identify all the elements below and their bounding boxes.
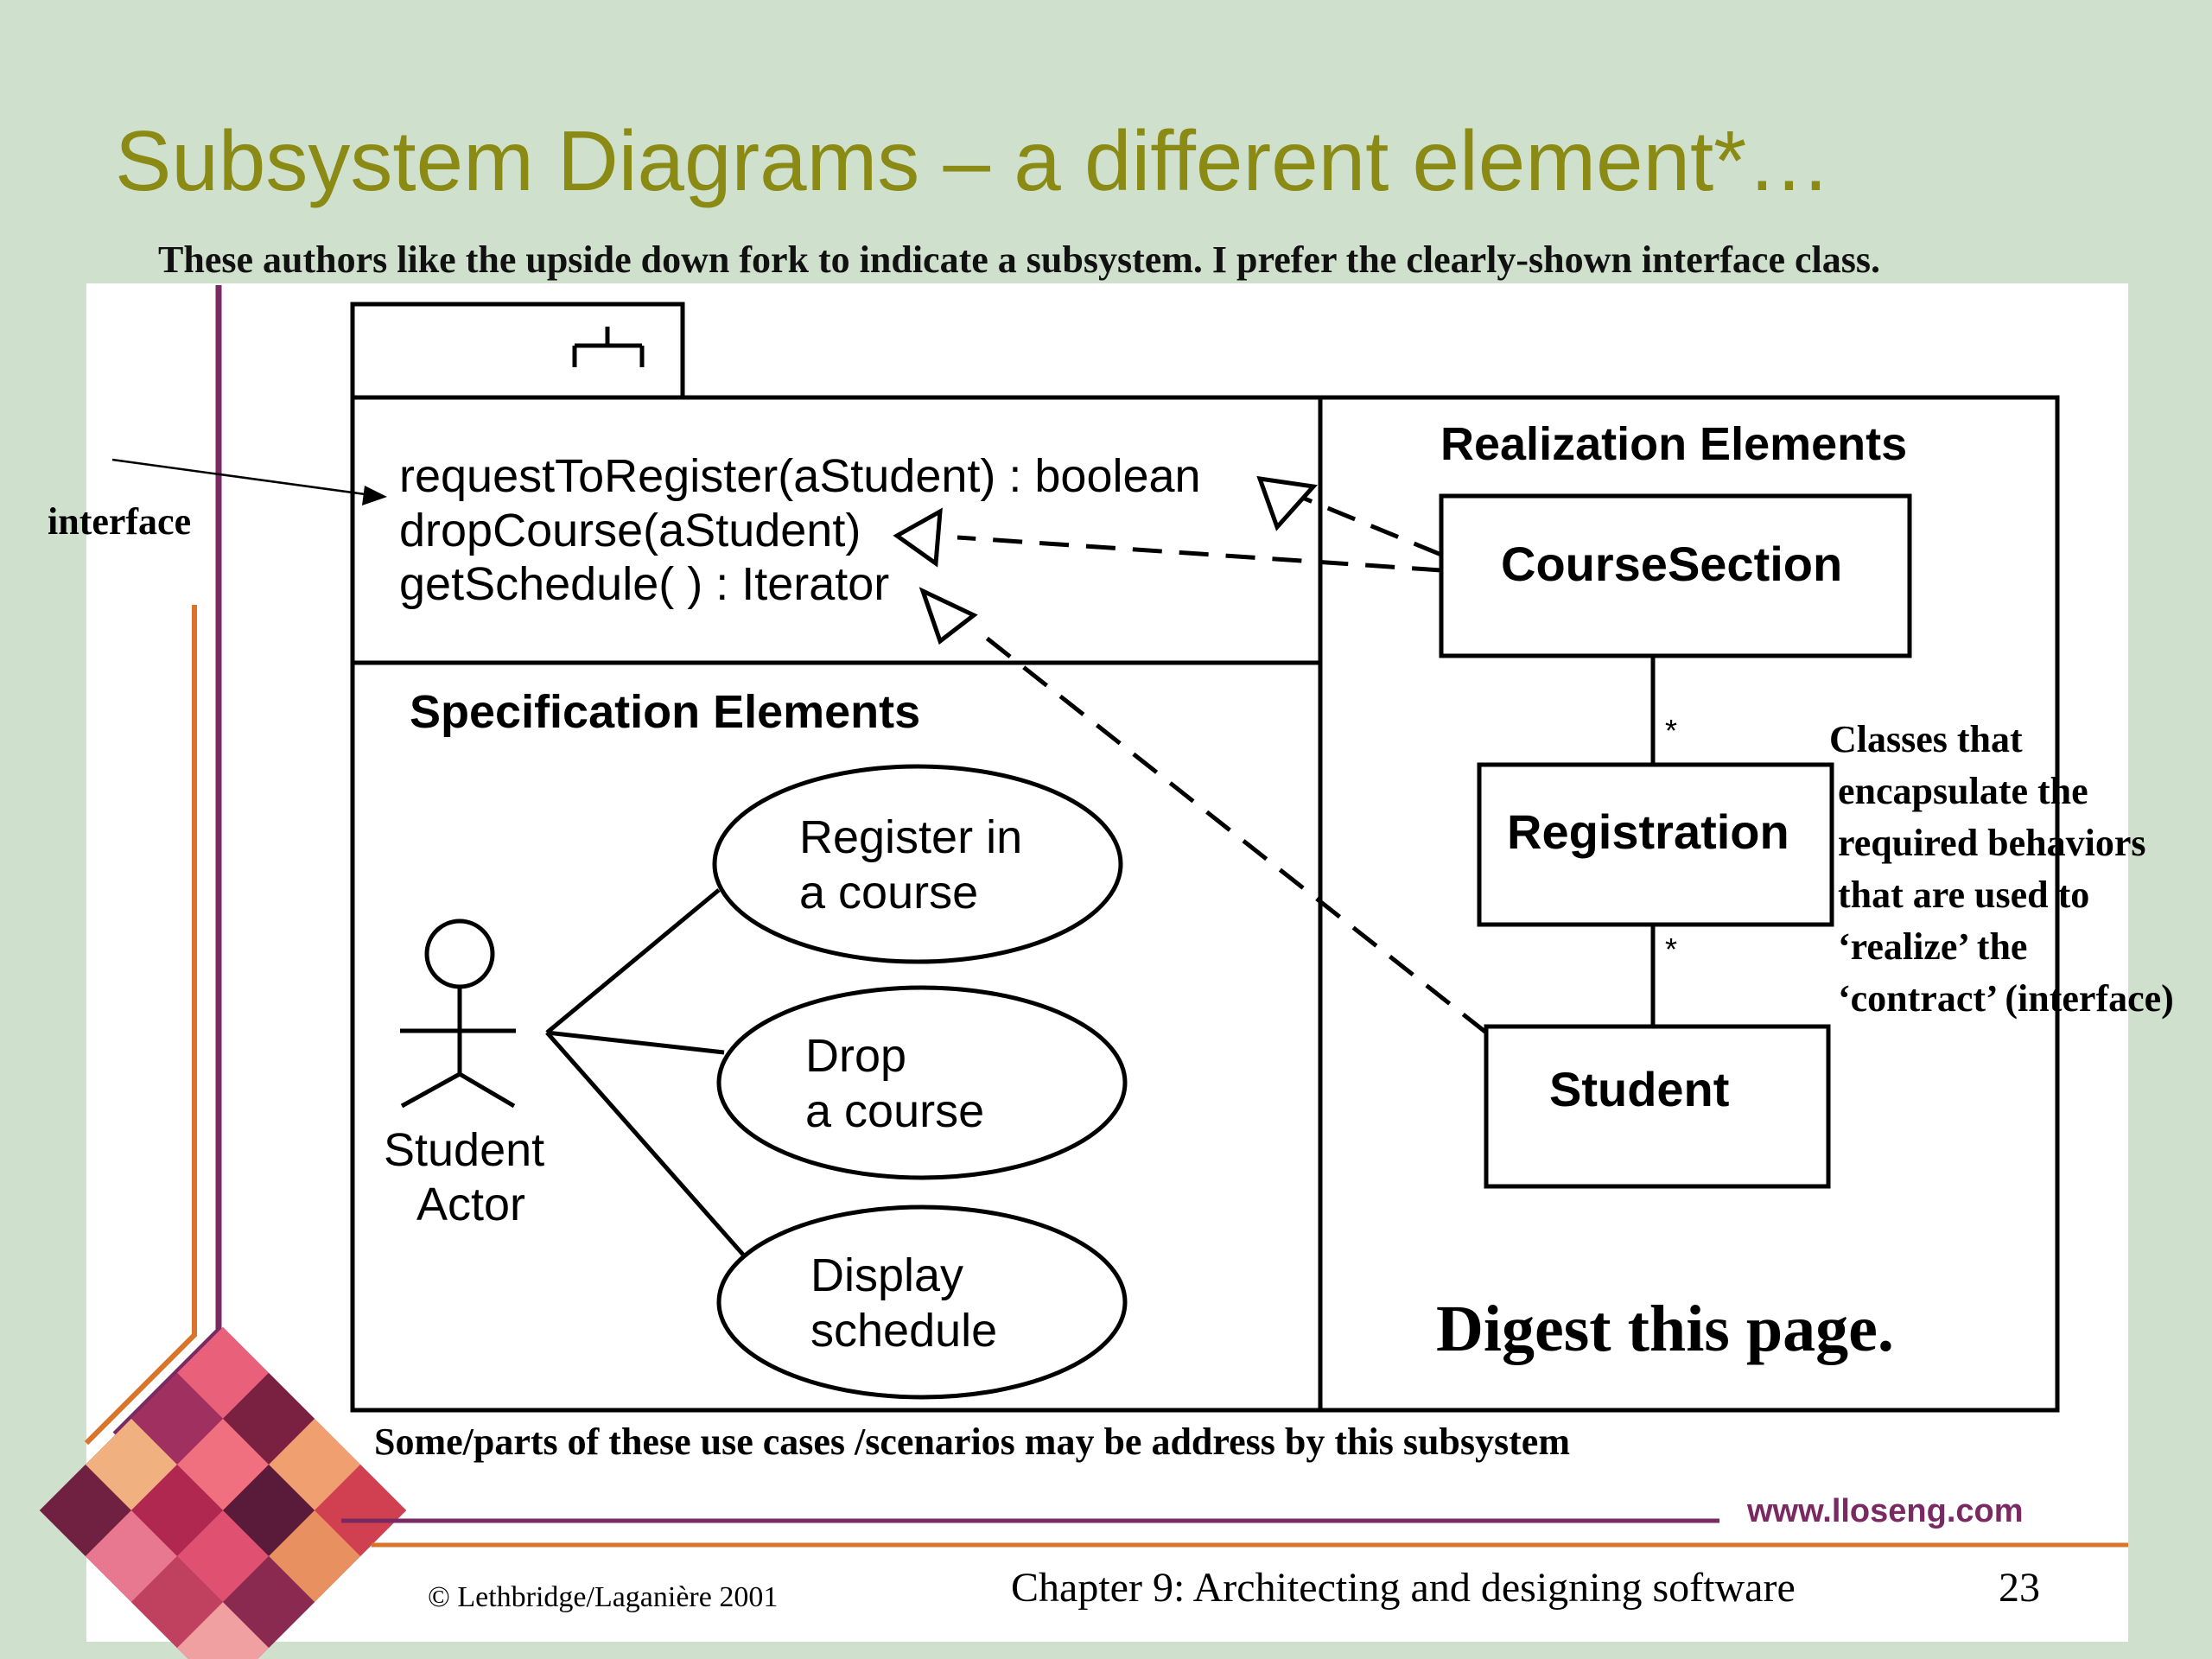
use-case-register-line2: a course <box>799 867 979 918</box>
note-line-1: Classes that <box>1829 718 2023 760</box>
note-line-6: ‘contract’ (interface) <box>1838 977 2174 1020</box>
class-coursesection-box <box>1439 493 1912 658</box>
class-registration-box <box>1477 762 1834 927</box>
multiplicity-1: * <box>1665 713 1678 748</box>
bottom-caption: Some/parts of these use cases /scenarios… <box>374 1421 1570 1463</box>
specification-heading: Specification Elements <box>410 686 921 738</box>
footer-copyright: © Lethbridge/Laganière 2001 <box>428 1581 779 1613</box>
class-registration-name: Registration <box>1507 804 1789 859</box>
note-line-2: encapsulate the <box>1838 770 2088 812</box>
use-case-drop-line1: Drop <box>805 1030 907 1082</box>
orange-accent-line <box>84 605 197 1446</box>
use-case-register-ellipse <box>712 764 1123 964</box>
use-case-display-line1: Display <box>810 1249 964 1301</box>
actor-associations <box>545 888 745 1256</box>
use-case-display-ellipse <box>716 1205 1128 1400</box>
page-number: 23 <box>1999 1565 2040 1611</box>
realization-arrowhead-3 <box>918 587 978 645</box>
purple-accent-line <box>112 285 222 1437</box>
actor-label-line2: Actor <box>416 1179 526 1230</box>
multiplicity-2: * <box>1665 931 1678 967</box>
use-case-drop-line2: a course <box>805 1085 985 1137</box>
student-actor-icon <box>400 918 516 1109</box>
operation-drop-course: dropCourse(aStudent) <box>399 505 861 556</box>
note-line-5: ‘realize’ the <box>1838 925 2028 968</box>
use-case-drop-ellipse <box>716 985 1128 1180</box>
fork-icon <box>572 327 645 367</box>
operation-request-to-register: requestToRegister(aStudent) : boolean <box>399 450 1201 502</box>
note-line-4: that are used to <box>1838 874 2090 916</box>
slide-subtitle: These authors like the upside down fork … <box>158 238 1880 281</box>
realization-heading: Realization Elements <box>1440 418 1908 470</box>
use-case-display-line2: schedule <box>810 1305 998 1357</box>
footer-chapter: Chapter 9: Architecting and designing so… <box>1011 1565 1796 1611</box>
website-link[interactable]: www.lloseng.com <box>1747 1493 2024 1529</box>
realization-arrowhead-2 <box>893 507 943 568</box>
subsystem-box <box>350 395 2060 1413</box>
use-case-register-line1: Register in <box>799 811 1023 863</box>
digest-note: Digest this page. <box>1436 1293 1894 1365</box>
operation-get-schedule: getSchedule( ) : Iterator <box>399 558 890 610</box>
interface-label: interface <box>48 500 192 543</box>
interface-pointer <box>111 458 372 497</box>
class-student-box <box>1484 1024 1831 1189</box>
slide-title: Subsystem Diagrams – a different element… <box>115 113 1832 208</box>
actor-label-line1: Student <box>384 1124 545 1176</box>
note-line-3: required behaviors <box>1838 822 2146 864</box>
class-student-name: Student <box>1549 1062 1730 1116</box>
interface-pointer-head <box>362 486 387 505</box>
realization-lines <box>957 494 1488 1034</box>
class-coursesection-name: CourseSection <box>1501 537 1843 591</box>
subsystem-tab <box>350 302 685 400</box>
realization-arrowhead-1 <box>1256 475 1318 531</box>
